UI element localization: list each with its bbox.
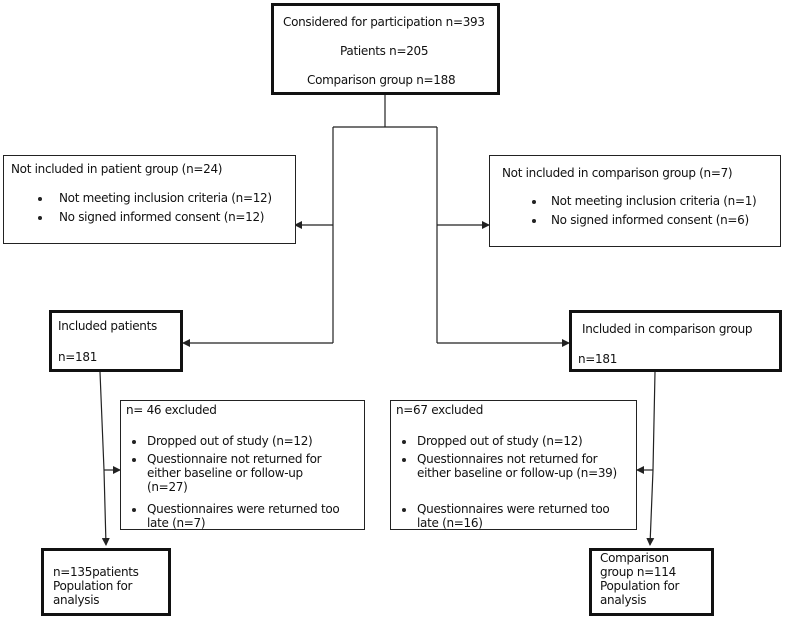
considered-box: Considered for participation n=393 Patie… xyxy=(271,3,500,95)
excluded-comparison-box: n=67 excluded Dropped out of study (n=12… xyxy=(390,400,637,530)
final-patients-label: n=135patients Population for analysis xyxy=(53,565,139,607)
included-patients-box: Included patients n=181 xyxy=(49,310,183,372)
list-item: Dropped out of study (n=12) xyxy=(417,434,583,448)
not-included-comparison-title: Not included in comparison group (n=7) xyxy=(502,166,733,180)
included-patients-title: Included patients xyxy=(58,319,157,333)
list-item: No signed informed consent (n=6) xyxy=(551,213,749,227)
excluded-comparison-title: n=67 excluded xyxy=(396,403,484,417)
list-item: Not meeting inclusion criteria (n=12) xyxy=(59,191,272,205)
list-item: Questionnaire not returned for either ba… xyxy=(147,452,322,494)
list-item: Dropped out of study (n=12) xyxy=(147,434,313,448)
final-patients-box: n=135patients Population for analysis xyxy=(41,548,171,616)
included-comparison-count: n=181 xyxy=(578,352,618,366)
list-item: Questionnaires were returned too late (n… xyxy=(417,502,610,530)
not-included-patient-title: Not included in patient group (n=24) xyxy=(11,162,223,176)
bullet-icon xyxy=(402,440,406,444)
bullet-icon xyxy=(532,200,536,204)
considered-label: Considered for participation n=393 xyxy=(283,15,485,29)
bullet-icon xyxy=(132,440,136,444)
excluded-patients-title: n= 46 excluded xyxy=(126,403,217,417)
bullet-icon xyxy=(132,458,136,462)
list-item: Questionnaires were returned too late (n… xyxy=(147,502,340,530)
excluded-patients-box: n= 46 excluded Dropped out of study (n=1… xyxy=(120,400,365,530)
list-item: No signed informed consent (n=12) xyxy=(59,210,265,224)
included-comparison-box: Included in comparison group n=181 xyxy=(569,310,782,372)
included-comparison-title: Included in comparison group xyxy=(582,322,753,336)
patients-label: Patients n=205 xyxy=(340,44,429,58)
bullet-icon xyxy=(132,508,136,512)
bullet-icon xyxy=(532,219,536,223)
bullet-icon xyxy=(402,458,406,462)
included-patients-count: n=181 xyxy=(58,350,98,364)
bullet-icon xyxy=(402,508,406,512)
not-included-comparison-box: Not included in comparison group (n=7) N… xyxy=(489,155,781,247)
final-comparison-box: Comparison group n=114 Population for an… xyxy=(589,548,714,616)
comparison-label: Comparison group n=188 xyxy=(307,73,456,87)
not-included-patient-box: Not included in patient group (n=24) Not… xyxy=(3,155,296,244)
list-item: Not meeting inclusion criteria (n=1) xyxy=(551,194,757,208)
bullet-icon xyxy=(38,216,42,220)
bullet-icon xyxy=(38,197,42,201)
final-comparison-label: Comparison group n=114 Population for an… xyxy=(600,551,680,607)
list-item: Questionnaires not returned for either b… xyxy=(417,452,617,480)
